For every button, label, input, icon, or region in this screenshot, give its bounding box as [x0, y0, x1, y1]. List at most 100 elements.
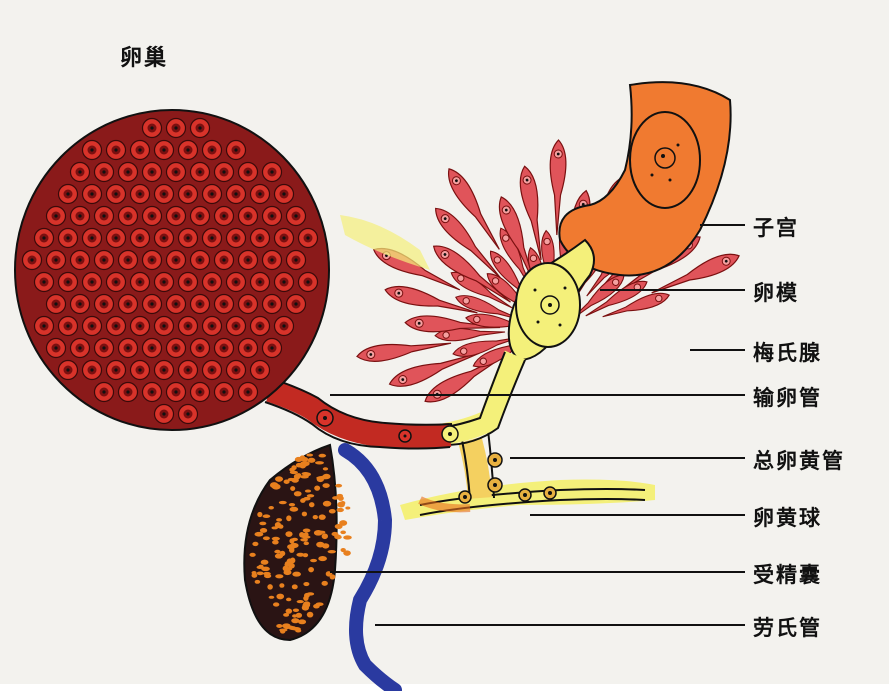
sperm-dot	[295, 629, 301, 632]
sperm-dot	[267, 584, 273, 589]
ovary-cell-dot	[162, 324, 165, 327]
ovary-cell-dot	[246, 346, 249, 349]
ovary-cell-dot	[90, 280, 93, 283]
sperm-dot	[302, 603, 310, 608]
ovary-cell-dot	[150, 214, 153, 217]
ovary-cell-dot	[138, 368, 141, 371]
ovary-cell-dot	[282, 324, 285, 327]
ovary-cell-dot	[306, 280, 309, 283]
mehlis-gland-label: 梅氏腺	[753, 337, 822, 367]
sperm-dot	[290, 557, 295, 563]
sperm-dot	[284, 479, 290, 483]
ovary-cell-dot	[102, 390, 105, 393]
sperm-dot	[268, 506, 273, 510]
ovary-cell-dot	[186, 324, 189, 327]
ovary-cell-dot	[258, 280, 261, 283]
ovary-cell-dot	[102, 258, 105, 261]
sperm-dot	[291, 538, 298, 541]
ovary-cell-dot	[162, 412, 165, 415]
ovary-cell-dot	[222, 390, 225, 393]
ovary-cell-dot	[234, 236, 237, 239]
seminal-receptacle-label: 受精囊	[753, 559, 822, 589]
ovary-cell-dot	[234, 368, 237, 371]
ovary-cell-dot	[126, 302, 129, 305]
ootype-label: 卵模	[753, 277, 799, 307]
sperm-dot	[251, 573, 257, 578]
ovary-cell-dot	[66, 192, 69, 195]
sperm-dot	[322, 533, 328, 539]
sperm-dot	[293, 608, 299, 611]
sperm-dot	[304, 541, 309, 545]
ovary-cell-dot	[234, 148, 237, 151]
sperm-dot	[306, 454, 313, 457]
ovary-cell-dot	[150, 390, 153, 393]
ovary-cell-dot	[162, 192, 165, 195]
sperm-dot	[301, 498, 306, 501]
ovary-cell-dot	[78, 214, 81, 217]
sperm-dot	[329, 509, 336, 514]
sperm-dot	[286, 598, 291, 602]
ovary-cell-dot	[102, 346, 105, 349]
sperm-dot	[343, 535, 352, 539]
sperm-dot	[303, 529, 311, 533]
sperm-dot	[328, 550, 336, 553]
ovary-cell-dot	[66, 324, 69, 327]
sperm-dot	[314, 485, 320, 490]
sperm-dot	[337, 502, 345, 508]
sperm-dot	[296, 463, 303, 468]
sperm-dot	[323, 501, 331, 507]
ovary-cell-dot	[258, 236, 261, 239]
sperm-dot	[279, 583, 284, 587]
ovary-cell-dot	[222, 346, 225, 349]
sperm-dot	[261, 567, 270, 572]
ovary-cell-dot	[114, 148, 117, 151]
ovary-cell-dot	[150, 346, 153, 349]
ovary-cell-dot	[198, 214, 201, 217]
ovary-cell-dot	[126, 346, 129, 349]
ovary-cell-dot	[78, 170, 81, 173]
sperm-dot	[322, 474, 330, 479]
ovary-cell-dot	[102, 214, 105, 217]
ovary-cell-dot	[210, 368, 213, 371]
ovary-cell-dot	[234, 280, 237, 283]
ovary-cell-dot	[210, 192, 213, 195]
ovary-label: 卵巢	[120, 40, 168, 72]
ovary-cell-dot	[270, 346, 273, 349]
sperm-dot	[296, 613, 302, 618]
sperm-dot	[272, 540, 279, 545]
sperm-dot	[291, 478, 299, 483]
sperm-dot	[305, 489, 311, 492]
sperm-dot	[291, 618, 299, 623]
sperm-dot	[330, 574, 336, 579]
ovary-cell-dot	[42, 324, 45, 327]
ovary-cell-dot	[294, 302, 297, 305]
sperm-dot	[302, 472, 310, 475]
ovary-cell-dot	[198, 126, 201, 129]
ovary-cell-dot	[282, 192, 285, 195]
sperm-dot	[318, 556, 327, 561]
ovary-cell-dot	[246, 170, 249, 173]
ovary-cell-dot	[162, 280, 165, 283]
laurer-canal-label: 劳氏管	[753, 612, 822, 642]
ovary-cell-dot	[198, 302, 201, 305]
ovary-cell-dot	[126, 390, 129, 393]
ovary-cell-dot	[270, 170, 273, 173]
sperm-dot	[252, 542, 258, 546]
sperm-dot	[291, 465, 296, 470]
sperm-dot	[341, 548, 346, 552]
sperm-dot	[273, 602, 279, 606]
sperm-dot	[315, 461, 324, 464]
sperm-dot	[345, 506, 350, 509]
ovary-cell-dot	[210, 236, 213, 239]
sperm-dot	[290, 507, 299, 512]
sperm-dot	[263, 514, 271, 518]
sperm-dot	[334, 534, 341, 537]
sperm-dot	[257, 512, 262, 517]
sperm-dot	[290, 471, 298, 474]
ovary-cell-dot	[90, 324, 93, 327]
sperm-dot	[272, 537, 280, 541]
sperm-dot	[306, 592, 314, 595]
ovary-cell-dot	[174, 390, 177, 393]
ovary-cell-dot	[186, 412, 189, 415]
